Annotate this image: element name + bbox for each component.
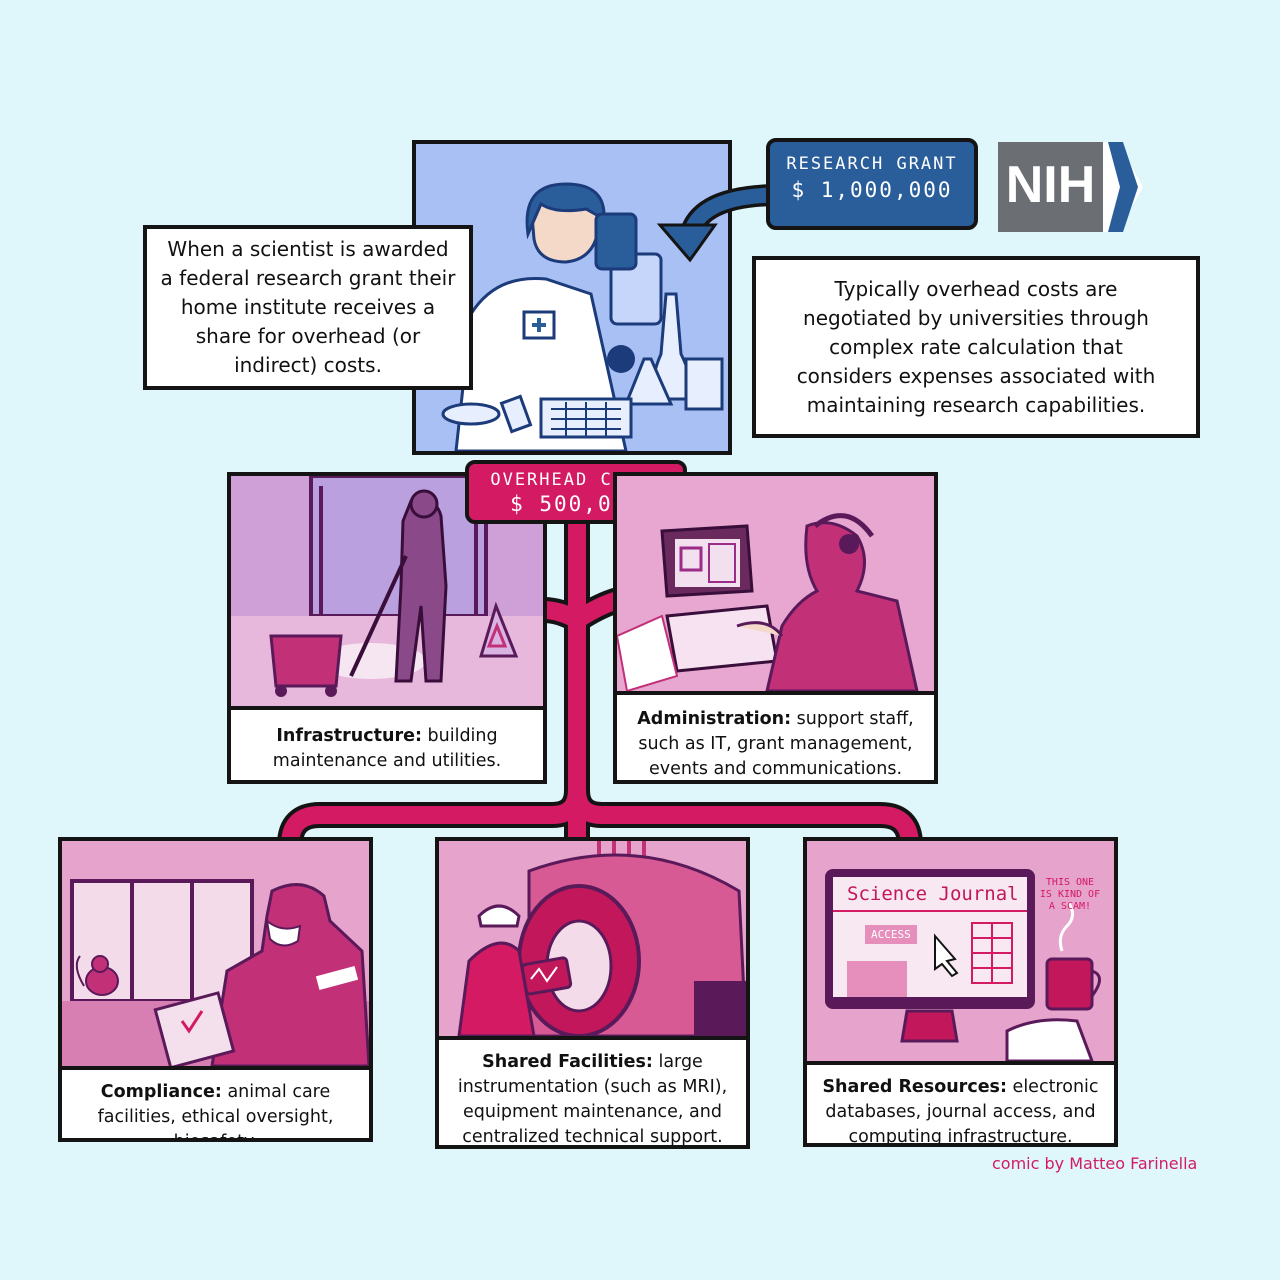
compliance-illustration xyxy=(62,841,369,1066)
infrastructure-term: Infrastructure: xyxy=(276,726,422,746)
shared-facilities-term: Shared Facilities: xyxy=(482,1052,653,1072)
administration-desc: support staff, such as IT, grant managem… xyxy=(638,709,914,779)
infrastructure-caption: Infrastructure: building maintenance and… xyxy=(231,706,543,780)
research-grant-title: RESEARCH GRANT xyxy=(786,154,958,174)
research-grant-amount: $ 1,000,000 xyxy=(791,178,953,202)
compliance-caption: Compliance: animal care facilities, ethi… xyxy=(62,1066,369,1142)
administration-term: Administration: xyxy=(637,709,792,729)
shared-resources-desc: electronic databases, journal access, an… xyxy=(825,1077,1099,1147)
administration-caption: Administration: support staff, such as I… xyxy=(617,691,934,780)
janitor-illustration xyxy=(231,476,543,706)
compliance-desc: animal care facilities, ethical oversigh… xyxy=(97,1082,334,1142)
infrastructure-desc: building maintenance and utilities. xyxy=(272,726,502,771)
monitor-illustration xyxy=(807,841,1114,1061)
overhead-note-text: Typically overhead costs are negotiated … xyxy=(796,276,1156,417)
mri-illustration xyxy=(439,841,746,1036)
shared-facilities-panel: Shared Facilities: large instrumentation… xyxy=(435,837,750,1149)
shared-resources-term: Shared Resources: xyxy=(822,1077,1007,1097)
nih-chevron-icon xyxy=(998,142,1143,232)
nih-logo-text: NIH xyxy=(1005,156,1096,214)
shared-facilities-caption: Shared Facilities: large instrumentation… xyxy=(439,1036,746,1147)
scientist-panel xyxy=(412,140,732,455)
curved-arrow-icon xyxy=(656,184,781,263)
compliance-panel: Compliance: animal care facilities, ethi… xyxy=(58,837,373,1142)
compliance-term: Compliance: xyxy=(100,1082,222,1102)
comic-credit: comic by Matteo Farinella xyxy=(992,1154,1198,1173)
overhead-note-box: Typically overhead costs are negotiated … xyxy=(752,256,1200,438)
access-button: ACCESS xyxy=(865,925,917,944)
nih-logo: NIH xyxy=(998,142,1143,232)
shared-resources-panel: Science Journal ACCESS THIS ONE IS KIND … xyxy=(803,837,1118,1147)
administration-panel: Administration: support staff, such as I… xyxy=(613,472,938,784)
infrastructure-panel: Infrastructure: building maintenance and… xyxy=(227,472,547,784)
intro-text-box: When a scientist is awarded a federal re… xyxy=(143,225,473,390)
scam-scribble: THIS ONE IS KIND OF A SCAM! xyxy=(1039,877,1101,912)
shared-facilities-desc: large instrumentation (such as MRI), equ… xyxy=(457,1052,728,1147)
shared-resources-caption: Shared Resources: electronic databases, … xyxy=(807,1061,1114,1147)
intro-text: When a scientist is awarded a federal re… xyxy=(160,237,456,377)
mouse-icon xyxy=(75,955,119,996)
coffee-mug-icon xyxy=(1045,902,1101,1011)
screen-title: Science Journal xyxy=(847,883,1019,905)
laptop-worker-illustration xyxy=(617,476,934,691)
research-grant-tag: RESEARCH GRANT $ 1,000,000 xyxy=(766,138,978,230)
